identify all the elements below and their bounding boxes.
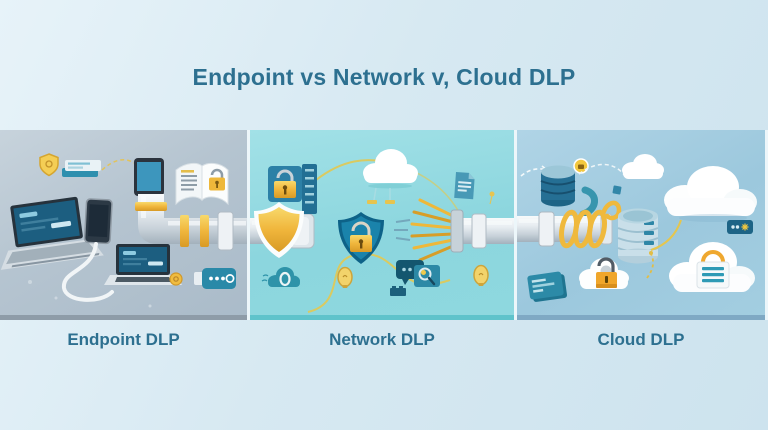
pipe-ring (135, 202, 167, 211)
document-icon (454, 172, 475, 200)
policy-book-icon (175, 162, 229, 206)
dashed-arrow-icon (646, 251, 654, 279)
padlock-server-icon (268, 164, 317, 214)
dashed-link (101, 159, 135, 171)
network-shield-lock-icon (338, 212, 384, 264)
coin-icon (169, 272, 183, 286)
cloud-icon (363, 149, 418, 189)
panel-edge (0, 315, 247, 320)
cloud-lock-lines-icon (669, 242, 755, 292)
panel-edge (517, 315, 765, 320)
panel-edge (250, 315, 514, 320)
data-pipe-icon (135, 194, 247, 251)
laptop-icon (0, 196, 104, 270)
label-cloud-dlp: Cloud DLP (597, 330, 685, 349)
yellow-curve (650, 219, 682, 251)
filter-pipe-icon (394, 198, 514, 262)
cloud-illustration (517, 154, 757, 302)
yellow-coil (559, 209, 607, 249)
pipe-ring (180, 215, 189, 247)
small-cloud-icon (622, 154, 664, 179)
secure-cloud-icon (261, 267, 300, 287)
magnifier-icon (414, 265, 440, 287)
yellow-tick (385, 200, 395, 204)
label-endpoint-dlp: Endpoint DLP (67, 330, 180, 349)
pipe-ring (200, 215, 209, 247)
page-title: Endpoint vs Network v, Cloud DLP (192, 64, 576, 90)
data-card-icon (527, 271, 568, 302)
smartphone-icon (83, 198, 113, 245)
panel-endpoint (0, 130, 247, 320)
cable (62, 242, 114, 302)
brick-icon (390, 286, 406, 296)
coiled-pipe-icon (517, 200, 622, 249)
endpoint-illustration (0, 153, 247, 308)
label-network-dlp: Network DLP (329, 330, 435, 349)
panel-row (0, 130, 768, 320)
panel-cloud (517, 130, 765, 320)
pipe-flange (217, 211, 234, 251)
lightbulb-icon (337, 266, 353, 288)
usb-drive-icon (194, 268, 236, 289)
big-cloud-icon (664, 166, 757, 222)
cloud-lock-icon (579, 257, 629, 289)
shield-badge-icon (39, 153, 59, 177)
data-stream-dashes (394, 219, 411, 241)
bristle-holder (450, 209, 464, 253)
filter-bristles (410, 198, 455, 262)
dashed-curve (578, 163, 626, 177)
lightbulb-icon-2 (473, 264, 489, 286)
yellow-tick (367, 200, 377, 204)
credit-card-icon (62, 160, 101, 177)
cloud-connectors (373, 187, 391, 201)
laptop-front-icon (104, 244, 182, 285)
asterisk-glyph (741, 223, 749, 231)
chat-search-group (390, 260, 440, 296)
label-row: Endpoint DLP Network DLP Cloud DLP (0, 327, 768, 353)
panel-network (250, 130, 514, 320)
database-icon (540, 158, 589, 207)
data-cube (612, 185, 622, 195)
map-pin (489, 191, 495, 205)
phone-on-pipe-icon (134, 158, 164, 196)
gold-shield-icon (254, 202, 304, 258)
coil-end (600, 200, 622, 221)
network-illustration (250, 149, 514, 313)
password-chip-icon (727, 220, 753, 234)
